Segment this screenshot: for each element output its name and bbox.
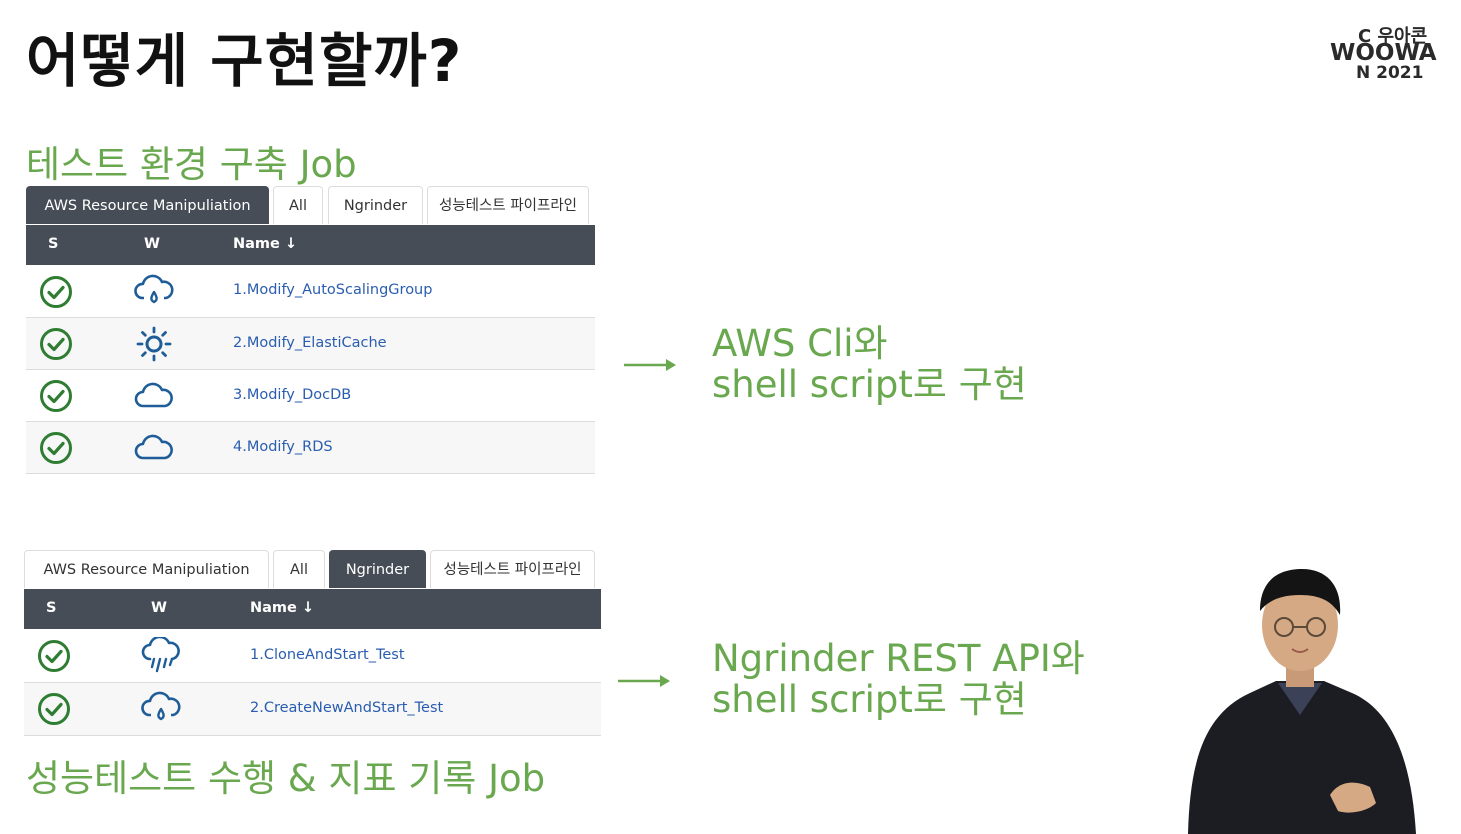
success-check-icon bbox=[40, 380, 72, 412]
success-check-icon bbox=[40, 276, 72, 308]
callout-ngrinder-line2: shell script로 구현 bbox=[712, 678, 1027, 721]
tab-aws-resource[interactable]: AWS Resource Manipuliation bbox=[24, 550, 269, 588]
table-row: 1.Modify_AutoScalingGroup bbox=[26, 265, 595, 318]
tab-ngrinder[interactable]: Ngrinder bbox=[328, 186, 423, 224]
slide-title: 어떻게 구현할까? bbox=[26, 27, 463, 95]
column-weather[interactable]: W bbox=[151, 600, 167, 616]
callout-aws-line1: AWS Cli와 bbox=[712, 322, 888, 365]
tab-aws-resource[interactable]: AWS Resource Manipuliation bbox=[26, 186, 269, 224]
callout-aws-line2: shell script로 구현 bbox=[712, 363, 1027, 406]
column-weather[interactable]: W bbox=[144, 236, 160, 252]
table-row: 3.Modify_DocDB bbox=[26, 370, 595, 422]
section1-heading: 테스트 환경 구축 Job bbox=[26, 143, 357, 186]
tab-performance-pipeline[interactable]: 성능테스트 파이프라인 bbox=[427, 186, 589, 224]
cloud-rain-icon bbox=[141, 691, 181, 721]
callout-aws: AWS Cli와 shell script로 구현 bbox=[712, 323, 1027, 405]
cloud-icon bbox=[134, 434, 173, 460]
table-row: 4.Modify_RDS bbox=[26, 422, 595, 474]
table-header: S W Name ↓ bbox=[24, 589, 601, 629]
table-row: 2.CreateNewAndStart_Test bbox=[24, 683, 601, 736]
jenkins-view-ngrinder: AWS Resource Manipuliation All Ngrinder … bbox=[24, 550, 604, 740]
presenter-video bbox=[1188, 569, 1416, 834]
table-header: S W Name ↓ bbox=[26, 225, 595, 265]
column-name[interactable]: Name ↓ bbox=[233, 236, 298, 252]
success-check-icon bbox=[38, 693, 70, 725]
table-row: 2.Modify_ElastiCache bbox=[26, 318, 595, 370]
cloud-rain-icon bbox=[134, 274, 174, 304]
tab-performance-pipeline[interactable]: 성능테스트 파이프라인 bbox=[430, 550, 595, 588]
success-check-icon bbox=[40, 432, 72, 464]
section2-heading: 성능테스트 수행 & 지표 기록 Job bbox=[26, 757, 546, 800]
jenkins-view-aws: AWS Resource Manipuliation All Ngrinder … bbox=[26, 186, 596, 476]
job-link[interactable]: 1.Modify_AutoScalingGroup bbox=[233, 282, 433, 298]
callout-ngrinder: Ngrinder REST API와 shell script로 구현 bbox=[712, 638, 1085, 720]
tab-all[interactable]: All bbox=[273, 550, 325, 588]
arrow-right-icon bbox=[618, 675, 670, 687]
job-link[interactable]: 2.CreateNewAndStart_Test bbox=[250, 700, 444, 716]
callout-ngrinder-line1: Ngrinder REST API와 bbox=[712, 637, 1085, 680]
storm-rain-icon bbox=[141, 637, 180, 673]
column-name[interactable]: Name ↓ bbox=[250, 600, 315, 616]
job-link[interactable]: 1.CloneAndStart_Test bbox=[250, 647, 405, 663]
woowacon-logo: C 우아콘 WOOWA N 2021 bbox=[1330, 22, 1442, 84]
job-link[interactable]: 3.Modify_DocDB bbox=[233, 387, 352, 403]
success-check-icon bbox=[40, 328, 72, 360]
logo-line-1: C 우아콘 bbox=[1358, 26, 1428, 47]
table-row: 1.CloneAndStart_Test bbox=[24, 629, 601, 683]
logo-line-3: N 2021 bbox=[1356, 63, 1424, 83]
tab-all[interactable]: All bbox=[273, 186, 323, 224]
job-link[interactable]: 2.Modify_ElastiCache bbox=[233, 335, 387, 351]
success-check-icon bbox=[38, 640, 70, 672]
column-status[interactable]: S bbox=[48, 236, 59, 252]
tab-ngrinder[interactable]: Ngrinder bbox=[329, 550, 426, 588]
job-link[interactable]: 4.Modify_RDS bbox=[233, 439, 333, 455]
sun-icon bbox=[136, 326, 172, 362]
arrow-right-icon bbox=[624, 359, 676, 371]
column-status[interactable]: S bbox=[46, 600, 57, 616]
cloud-icon bbox=[134, 382, 173, 408]
logo-line-2: WOOWA bbox=[1330, 40, 1437, 66]
